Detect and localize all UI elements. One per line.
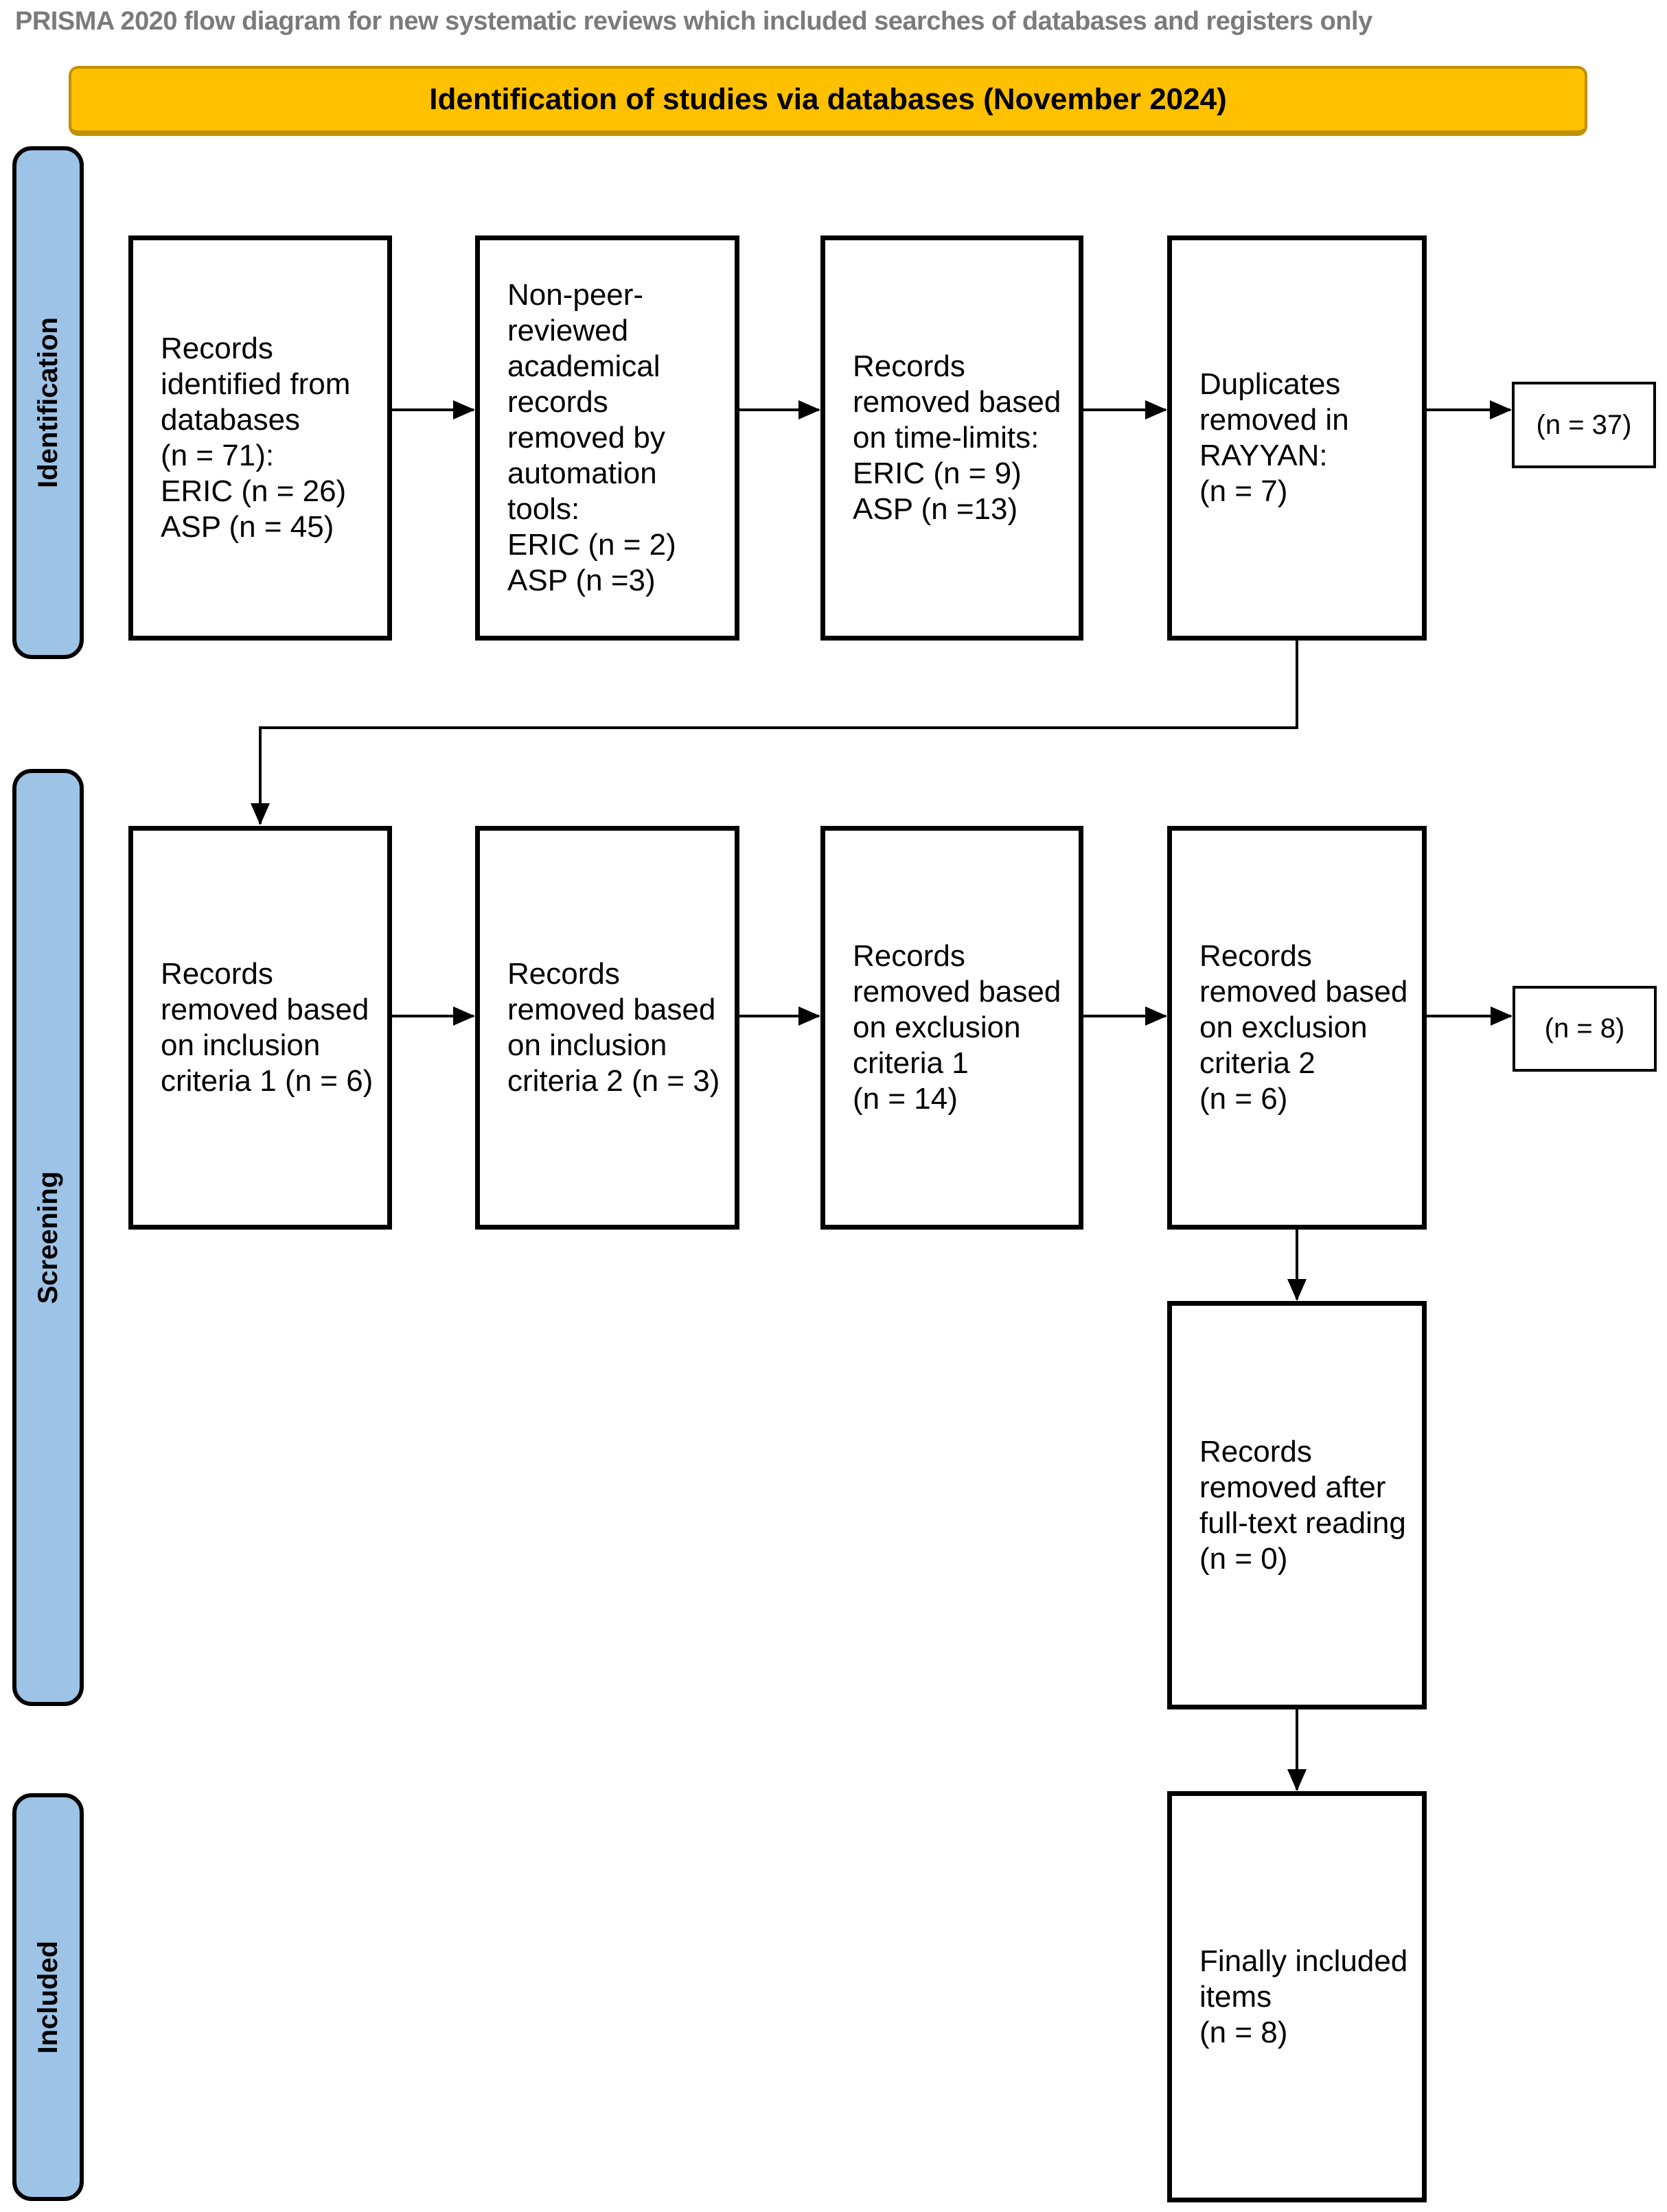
stage-identification-text: Identification [32,317,63,488]
stage-included-text: Included [32,1940,63,2054]
banner-label: Identification of studies via databases … [429,82,1227,116]
box-result-n8-text: (n = 8) [1544,1013,1625,1044]
identification-banner: Identification of studies via databases … [69,66,1587,136]
box-records-identified: Records identified from databases (n = 7… [128,235,392,641]
box-inclusion-criteria-1-text: Records removed based on inclusion crite… [161,957,373,1098]
box-inclusion-criteria-1: Records removed based on inclusion crite… [128,826,392,1230]
box-result-n37-text: (n = 37) [1536,409,1632,440]
box-exclusion-criteria-2: Records removed based on exclusion crite… [1167,826,1427,1230]
box-nonpeer-removed: Non-peer- reviewed academical records re… [475,235,739,641]
page-title: PRISMA 2020 flow diagram for new systema… [15,7,1372,36]
box-result-n8: (n = 8) [1513,986,1657,1072]
box-inclusion-criteria-2-text: Records removed based on inclusion crite… [507,957,720,1098]
stage-label-identification: Identification [12,146,84,659]
box-timelimit-removed: Records removed based on time-limits: ER… [820,235,1083,641]
box-finally-included: Finally included items (n = 8) [1167,1791,1427,2202]
box-fulltext-removed-text: Records removed after full-text reading … [1199,1434,1406,1576]
box-result-n37: (n = 37) [1512,382,1656,468]
stage-screening-text: Screening [32,1171,63,1304]
box-exclusion-criteria-1: Records removed based on exclusion crite… [820,826,1083,1230]
box-inclusion-criteria-2: Records removed based on inclusion crite… [475,826,739,1230]
box-nonpeer-removed-text: Non-peer- reviewed academical records re… [507,278,676,597]
box-exclusion-criteria-2-text: Records removed based on exclusion crite… [1199,939,1408,1116]
box-finally-included-text: Finally included items (n = 8) [1199,1944,1408,2049]
box-timelimit-removed-text: Records removed based on time-limits: ER… [853,349,1061,526]
stage-label-included: Included [12,1793,84,2201]
elbow-duplicates-to-inclusion1 [251,641,1298,825]
box-exclusion-criteria-1-text: Records removed based on exclusion crite… [853,939,1061,1116]
stage-label-screening: Screening [12,769,84,1706]
box-duplicates-removed-text: Duplicates removed in RAYYAN: (n = 7) [1199,367,1349,508]
box-records-identified-text: Records identified from databases (n = 7… [161,332,351,544]
box-fulltext-removed: Records removed after full-text reading … [1167,1301,1427,1709]
box-duplicates-removed: Duplicates removed in RAYYAN: (n = 7) [1167,235,1427,641]
